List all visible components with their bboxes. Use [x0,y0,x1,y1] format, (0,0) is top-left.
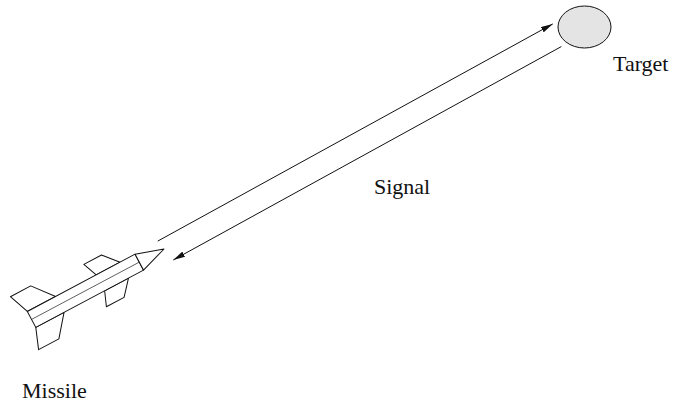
missile-fuselage [27,254,143,327]
signal-arrow [158,24,553,241]
missile-label: Missile [22,378,87,403]
missile-node: Missile [8,244,168,356]
target-ellipse [558,6,611,48]
target-circle: Target [557,5,612,49]
missile-body [10,223,178,350]
missile-nose [135,241,168,270]
fuselage-line [32,262,140,319]
signal-arrow [173,47,561,260]
target-label: Target [613,51,668,76]
signal-label: Signal [372,174,432,199]
target-outline [557,5,612,49]
